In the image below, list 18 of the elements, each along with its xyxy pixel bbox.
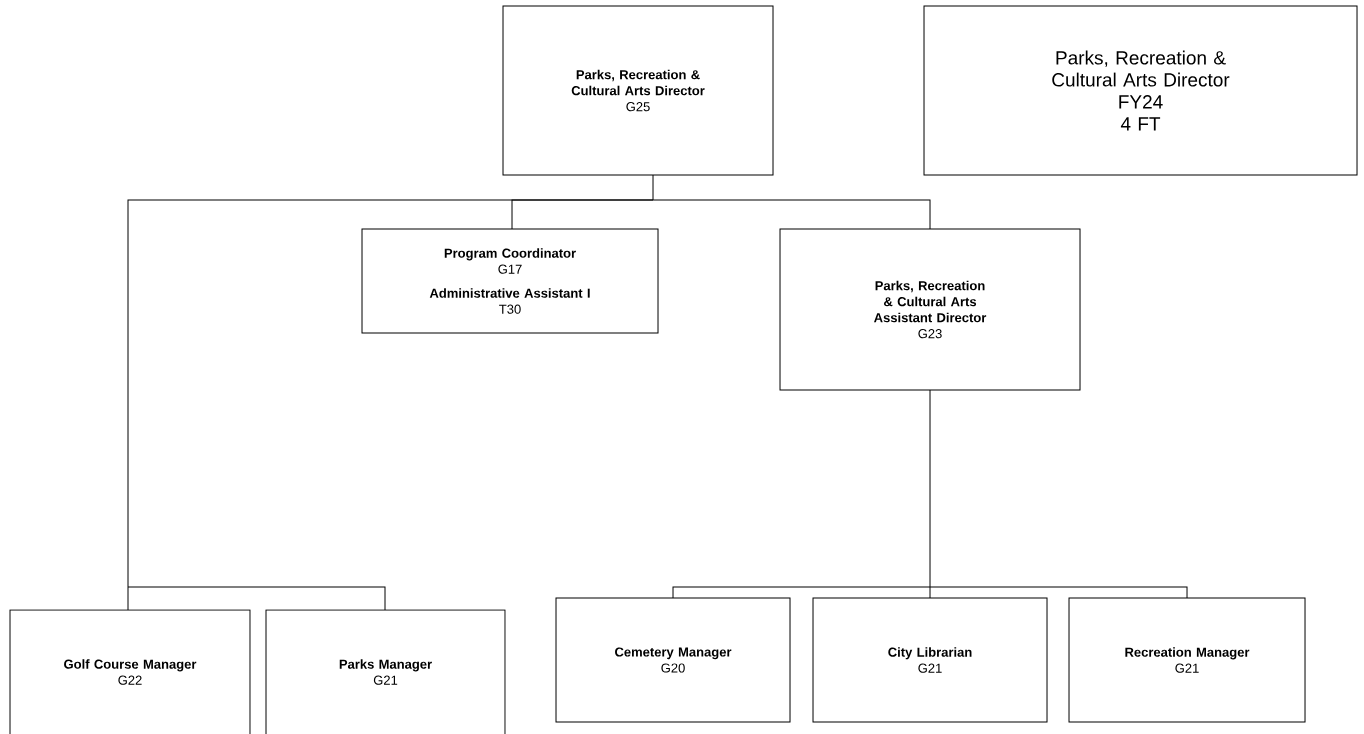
position-box: Program Coordinator G17 Administrative Assistant I T30 bbox=[361, 228, 659, 334]
connector-line bbox=[127, 586, 129, 611]
position-box: Cemetery Manager G20 bbox=[555, 597, 791, 723]
position-box: Parks, Recreation & Cultural Arts Assistant Director G23 bbox=[779, 228, 1081, 391]
connector-line bbox=[672, 586, 931, 599]
position-box: Parks Manager G21 bbox=[265, 609, 506, 734]
position-box: Parks, Recreation & Cultural Arts Director G25 bbox=[502, 5, 774, 176]
connector-line bbox=[929, 389, 931, 588]
connector-line bbox=[127, 586, 386, 611]
connector-line bbox=[652, 174, 654, 201]
connector-line bbox=[511, 199, 654, 230]
connector-line bbox=[929, 586, 1188, 599]
connector-line bbox=[929, 586, 931, 599]
position-box: City Librarian G21 bbox=[812, 597, 1048, 723]
title-box: Parks, Recreation & Cultural Arts Director FY24 4 FT bbox=[923, 5, 1358, 176]
position-box: Recreation Manager G21 bbox=[1068, 597, 1306, 723]
position-box: Golf Course Manager G22 bbox=[9, 609, 251, 734]
connector-line bbox=[652, 199, 931, 230]
